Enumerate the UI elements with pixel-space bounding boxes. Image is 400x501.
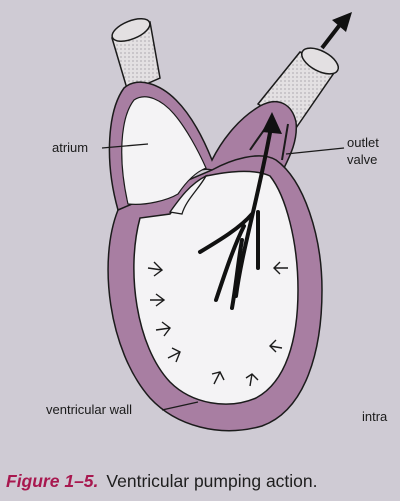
outlet-valve-flap-right xyxy=(281,123,289,161)
inlet-valve-flap xyxy=(168,174,208,215)
figure-number: Figure 1–5. xyxy=(6,471,99,491)
outlet-valve-leader xyxy=(285,147,345,155)
exit-flow-arrow-icon xyxy=(320,12,352,50)
atrium-label: atrium xyxy=(52,140,89,155)
atrium-leader xyxy=(101,143,149,149)
ventricular-wall-leader xyxy=(161,401,199,411)
outlet-vessel-opening xyxy=(300,47,340,75)
outlet-valve-label-line1: outlet xyxy=(347,135,379,150)
outflow-arrowhead-icon xyxy=(262,112,282,134)
figure-caption: Figure 1–5. Ventricular pumping action. xyxy=(6,471,318,492)
atrium-chamber xyxy=(121,96,207,205)
ventricular-wall-label: ventricular wall xyxy=(46,402,132,417)
outlet-valve-label-line2: valve xyxy=(347,152,378,167)
outflow-arrow-icon xyxy=(198,120,274,310)
inward-pressure-arrow-icon xyxy=(147,261,288,387)
inlet-vessel-opening xyxy=(111,18,151,42)
intra-fragment-label: intra xyxy=(362,409,388,424)
figure-caption-text: Ventricular pumping action. xyxy=(106,471,318,491)
